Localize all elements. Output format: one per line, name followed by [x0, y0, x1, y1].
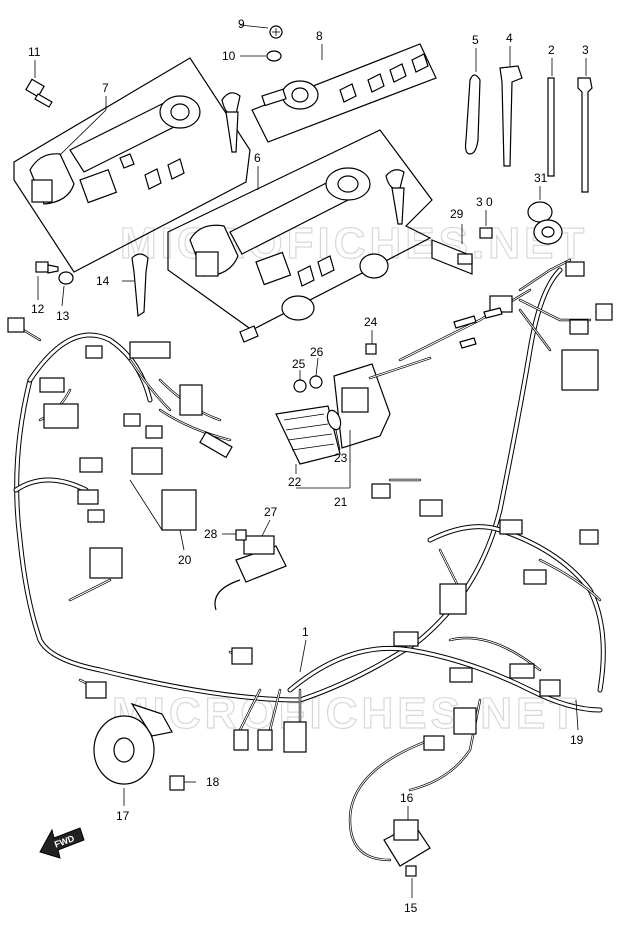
part-29-bracket	[431, 239, 473, 275]
callout-22: 22	[288, 475, 302, 489]
callout-14: 14	[96, 274, 110, 288]
callout-12: 12	[31, 302, 45, 316]
callout-labels: 1 2 3 4 5 6 7 8 9 10 11 12 13 14 15 16 1…	[28, 17, 589, 915]
part-18-bolt	[169, 775, 185, 791]
callout-19: 19	[570, 733, 584, 747]
callout-5: 5	[472, 33, 479, 47]
callout-leaders	[34, 24, 587, 898]
callout-2: 2	[548, 43, 555, 57]
fwd-arrow-icon: FWD	[39, 827, 85, 859]
part-25-nut	[293, 379, 307, 393]
part-21-lamp	[333, 356, 432, 449]
callout-15: 15	[404, 901, 418, 915]
callout-11: 11	[28, 45, 41, 59]
part-6-lock-set	[167, 129, 433, 343]
part-28-screw	[235, 529, 247, 541]
part-7-lock-set	[13, 57, 251, 273]
part-5-clamp	[464, 74, 481, 155]
part-11-bolt	[25, 78, 53, 108]
callout-29: 29	[450, 207, 464, 221]
callout-1: 1	[302, 625, 309, 639]
callout-10: 10	[222, 49, 236, 63]
part-23-bulb	[326, 409, 342, 431]
callout-4: 4	[506, 31, 513, 45]
callout-23: 23	[334, 451, 348, 465]
part-12-screw	[35, 261, 59, 274]
callout-18: 18	[206, 775, 220, 789]
part-26-washer	[309, 375, 323, 389]
part-24-screw	[365, 343, 377, 355]
callout-31: 31	[534, 171, 548, 185]
callout-3: 3	[582, 43, 589, 57]
part-22-lens	[275, 405, 341, 465]
watermark-bottom: MICROFICHES.NET	[112, 689, 580, 738]
part-2-band	[547, 77, 555, 177]
part-31-socket	[527, 201, 563, 245]
callout-8: 8	[316, 29, 323, 43]
callout-17: 17	[116, 809, 130, 823]
part-13-washer	[58, 271, 74, 285]
part-8-lock-set	[251, 43, 437, 143]
part-27-switch	[214, 535, 287, 611]
part-15-screw	[405, 865, 417, 877]
part-30-bolt	[479, 227, 493, 239]
watermark-top: MICROFICHES.NET	[120, 219, 588, 268]
callout-16: 16	[400, 791, 414, 805]
callout-6: 6	[254, 151, 261, 165]
part-16-sensor	[383, 819, 431, 867]
callout-20: 20	[178, 553, 192, 567]
part-17-horn	[93, 702, 173, 785]
callout-25: 25	[292, 357, 306, 371]
callout-9: 9	[238, 17, 245, 31]
part-10-washer	[266, 50, 282, 62]
part-1-harness	[13, 267, 606, 713]
callout-26: 26	[310, 345, 324, 359]
callout-21: 21	[334, 495, 348, 509]
callout-7: 7	[102, 81, 109, 95]
callout-24: 24	[364, 315, 378, 329]
part-3-clamp	[577, 77, 593, 193]
callout-30: 3 0	[476, 195, 493, 209]
part-14-key	[131, 253, 149, 318]
part-4-clamp	[499, 65, 523, 167]
callout-13: 13	[56, 309, 70, 323]
harness-connectors	[7, 261, 613, 753]
callout-27: 27	[264, 505, 278, 519]
part-9-screw	[269, 25, 283, 39]
callout-28: 28	[204, 527, 218, 541]
